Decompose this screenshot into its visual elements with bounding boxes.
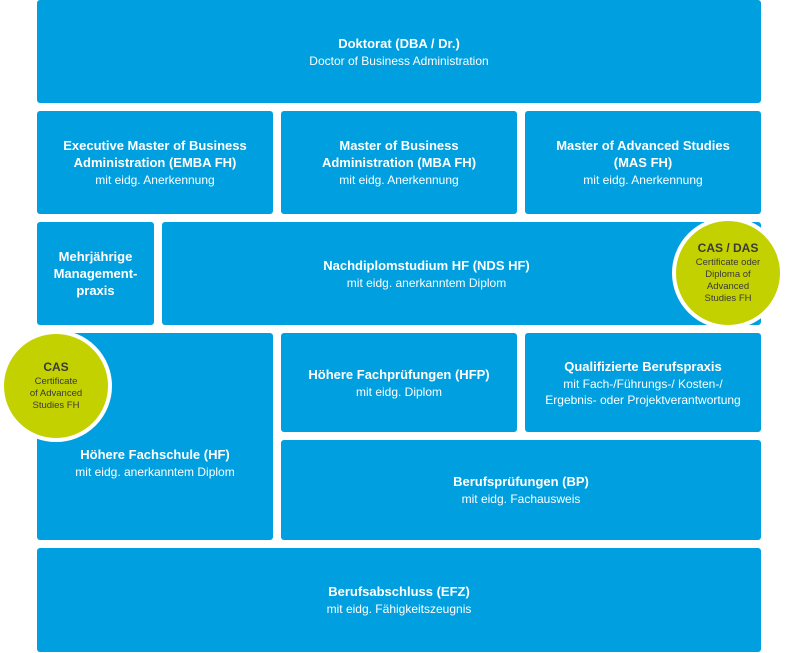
doktorat-title: Doktorat (DBA / Dr.) bbox=[338, 35, 460, 51]
nds-title: Nachdiplomstudium HF (NDS HF) bbox=[323, 257, 530, 273]
bp-box: Berufsprüfungen (BP) mit eidg. Fachauswe… bbox=[281, 440, 761, 540]
hfp-subtitle: mit eidg. Diplom bbox=[355, 384, 443, 399]
nds-box: Nachdiplomstudium HF (NDS HF) mit eidg. … bbox=[162, 222, 761, 325]
mas-box: Master of Advanced Studies (MAS FH) mit … bbox=[525, 111, 761, 214]
doktorat-subtitle: Doctor of Business Administration bbox=[309, 53, 489, 68]
cas-badge-title: CAS bbox=[43, 360, 69, 374]
cas-das-badge: CAS / DAS Certificate oder Diploma of Ad… bbox=[672, 217, 784, 329]
cas-das-badge-title: CAS / DAS bbox=[697, 241, 759, 255]
managementpraxis-title: Mehrjährige Management- praxis bbox=[53, 249, 138, 298]
cas-badge-subtitle: Certificate of Advanced Studies FH bbox=[29, 376, 83, 411]
hfp-box: Höhere Fachprüfungen (HFP) mit eidg. Dip… bbox=[281, 333, 517, 432]
emba-title: Executive Master of Business Administrat… bbox=[63, 138, 247, 170]
mba-box: Master of Business Administration (MBA F… bbox=[281, 111, 517, 214]
berufspraxis-box: Qualifizierte Berufspraxis mit Fach-/Füh… bbox=[525, 333, 761, 432]
cas-das-badge-subtitle: Certificate oder Diploma of Advanced Stu… bbox=[695, 257, 761, 304]
bp-subtitle: mit eidg. Fachausweis bbox=[461, 492, 581, 506]
efz-subtitle: mit eidg. Fähigkeitszeugnis bbox=[326, 602, 472, 616]
efz-box: Berufsabschluss (EFZ) mit eidg. Fähigkei… bbox=[37, 548, 761, 652]
mas-subtitle: mit eidg. Anerkennung bbox=[583, 173, 703, 187]
efz-title: Berufsabschluss (EFZ) bbox=[328, 584, 470, 599]
emba-subtitle: mit eidg. Anerkennung bbox=[95, 173, 215, 187]
bp-title: Berufsprüfungen (BP) bbox=[453, 474, 589, 489]
doktorat-box: Doktorat (DBA / Dr.) Doctor of Business … bbox=[37, 0, 761, 103]
berufspraxis-title: Qualifizierte Berufspraxis bbox=[564, 358, 722, 374]
mba-subtitle: mit eidg. Anerkennung bbox=[339, 173, 459, 187]
mba-title: Master of Business Administration (MBA F… bbox=[321, 138, 477, 170]
hf-subtitle: mit eidg. anerkanntem Diplom bbox=[75, 464, 235, 479]
berufspraxis-subtitle: mit Fach-/Führungs-/ Kosten-/ Ergebnis- … bbox=[545, 376, 741, 407]
cas-badge: CAS Certificate of Advanced Studies FH bbox=[0, 330, 112, 442]
mas-title: Master of Advanced Studies (MAS FH) bbox=[556, 138, 730, 170]
nds-subtitle: mit eidg. anerkanntem Diplom bbox=[346, 275, 507, 290]
managementpraxis-box: Mehrjährige Management- praxis bbox=[37, 222, 154, 325]
hfp-title: Höhere Fachprüfungen (HFP) bbox=[308, 366, 490, 382]
emba-box: Executive Master of Business Administrat… bbox=[37, 111, 273, 214]
hf-title: Höhere Fachschule (HF) bbox=[80, 446, 230, 462]
